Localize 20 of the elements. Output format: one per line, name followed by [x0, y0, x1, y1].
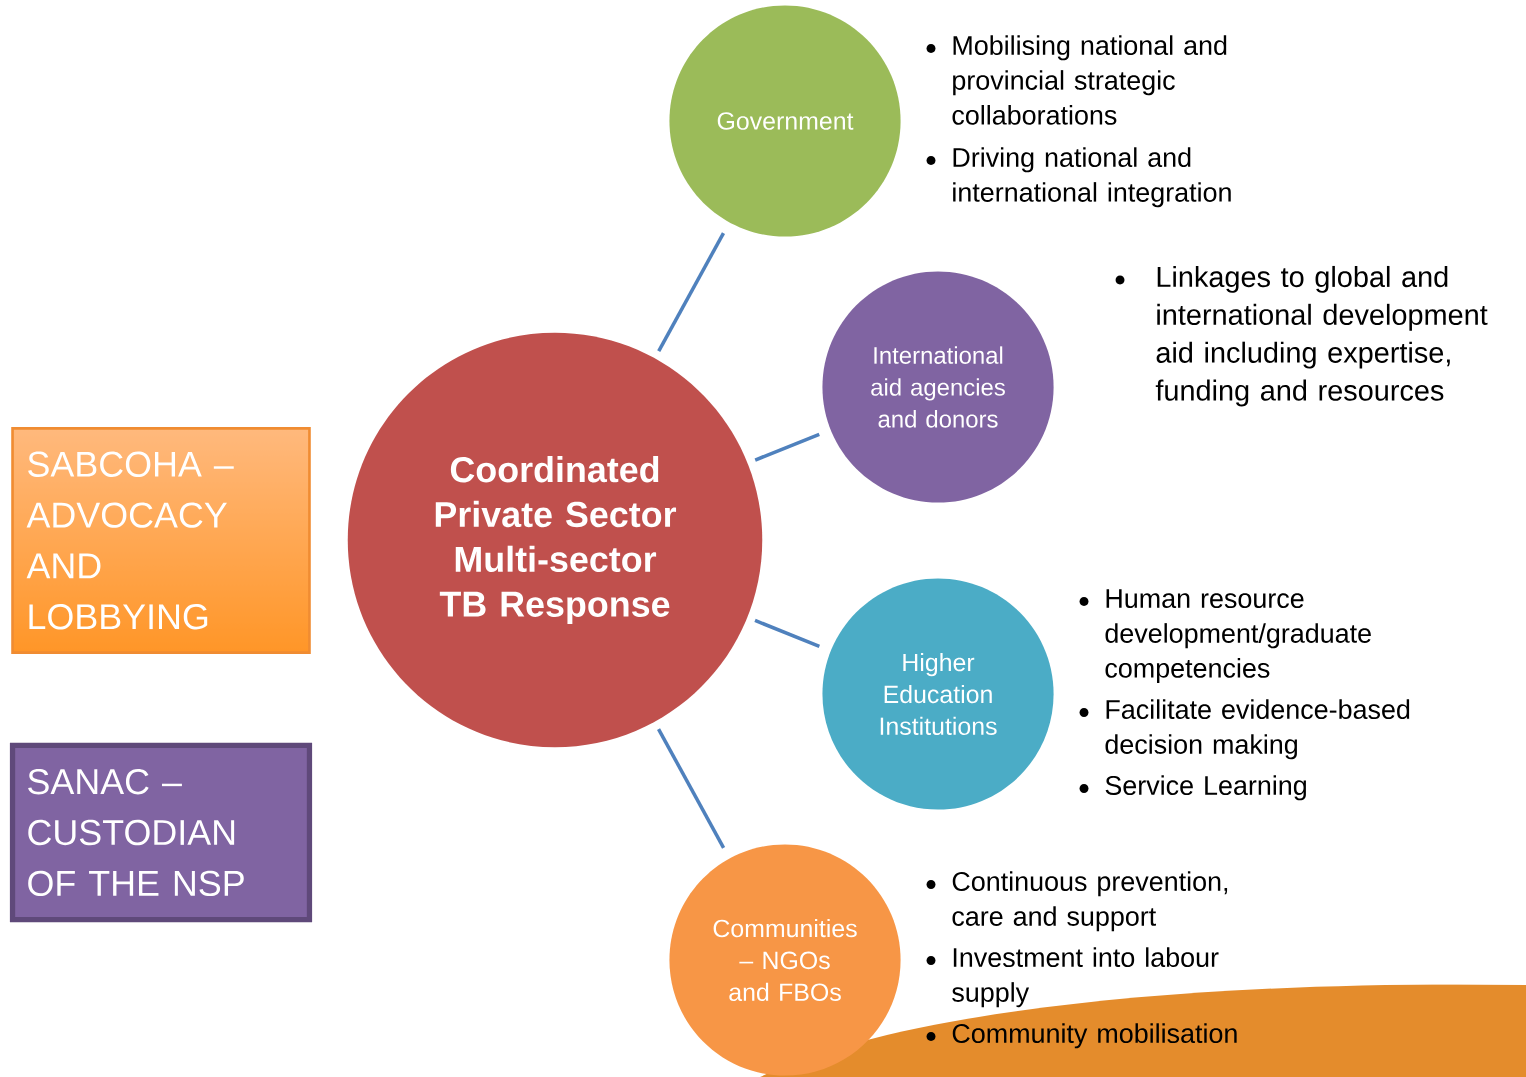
bullet-text: Service Learning	[1105, 775, 1306, 801]
connector-line	[657, 232, 725, 352]
bullet-text: Mobilising national and provincial strategic collaborations	[952, 35, 1227, 125]
bullet-text: Human resource development/graduate competencies	[1105, 589, 1371, 684]
circle-node: Communities – NGOs and FBOs	[669, 844, 901, 1076]
circle-node: Higher Education Institutions	[822, 578, 1054, 810]
connector-line	[754, 432, 820, 462]
circle-node: Government	[669, 5, 901, 237]
bullet-text: Driving national and international integration	[953, 147, 1231, 208]
bullet-text: Linkages to global and international development aid including expertise, funding and resources	[1155, 265, 1488, 407]
connector-line	[657, 728, 726, 849]
bullet-text: Facilitate evidence-based decision making	[1105, 699, 1410, 760]
circle-node: International aid agencies and donors	[822, 271, 1054, 503]
connector-line	[754, 618, 821, 648]
bullet-text: Investment into labour supply	[952, 947, 1219, 1008]
label-box: SANAC – CUSTODIAN OF THE NSP	[9, 742, 313, 923]
bullet-text: Community mobilisation	[952, 1023, 1237, 1049]
bullet-text: Continuous prevention, care and support	[952, 871, 1228, 932]
label-box: SABCOHA – ADVOCACY AND LOBBYING	[11, 427, 311, 654]
circle-node: Coordinated Private Sector Multi-sector TB Response	[347, 332, 763, 748]
